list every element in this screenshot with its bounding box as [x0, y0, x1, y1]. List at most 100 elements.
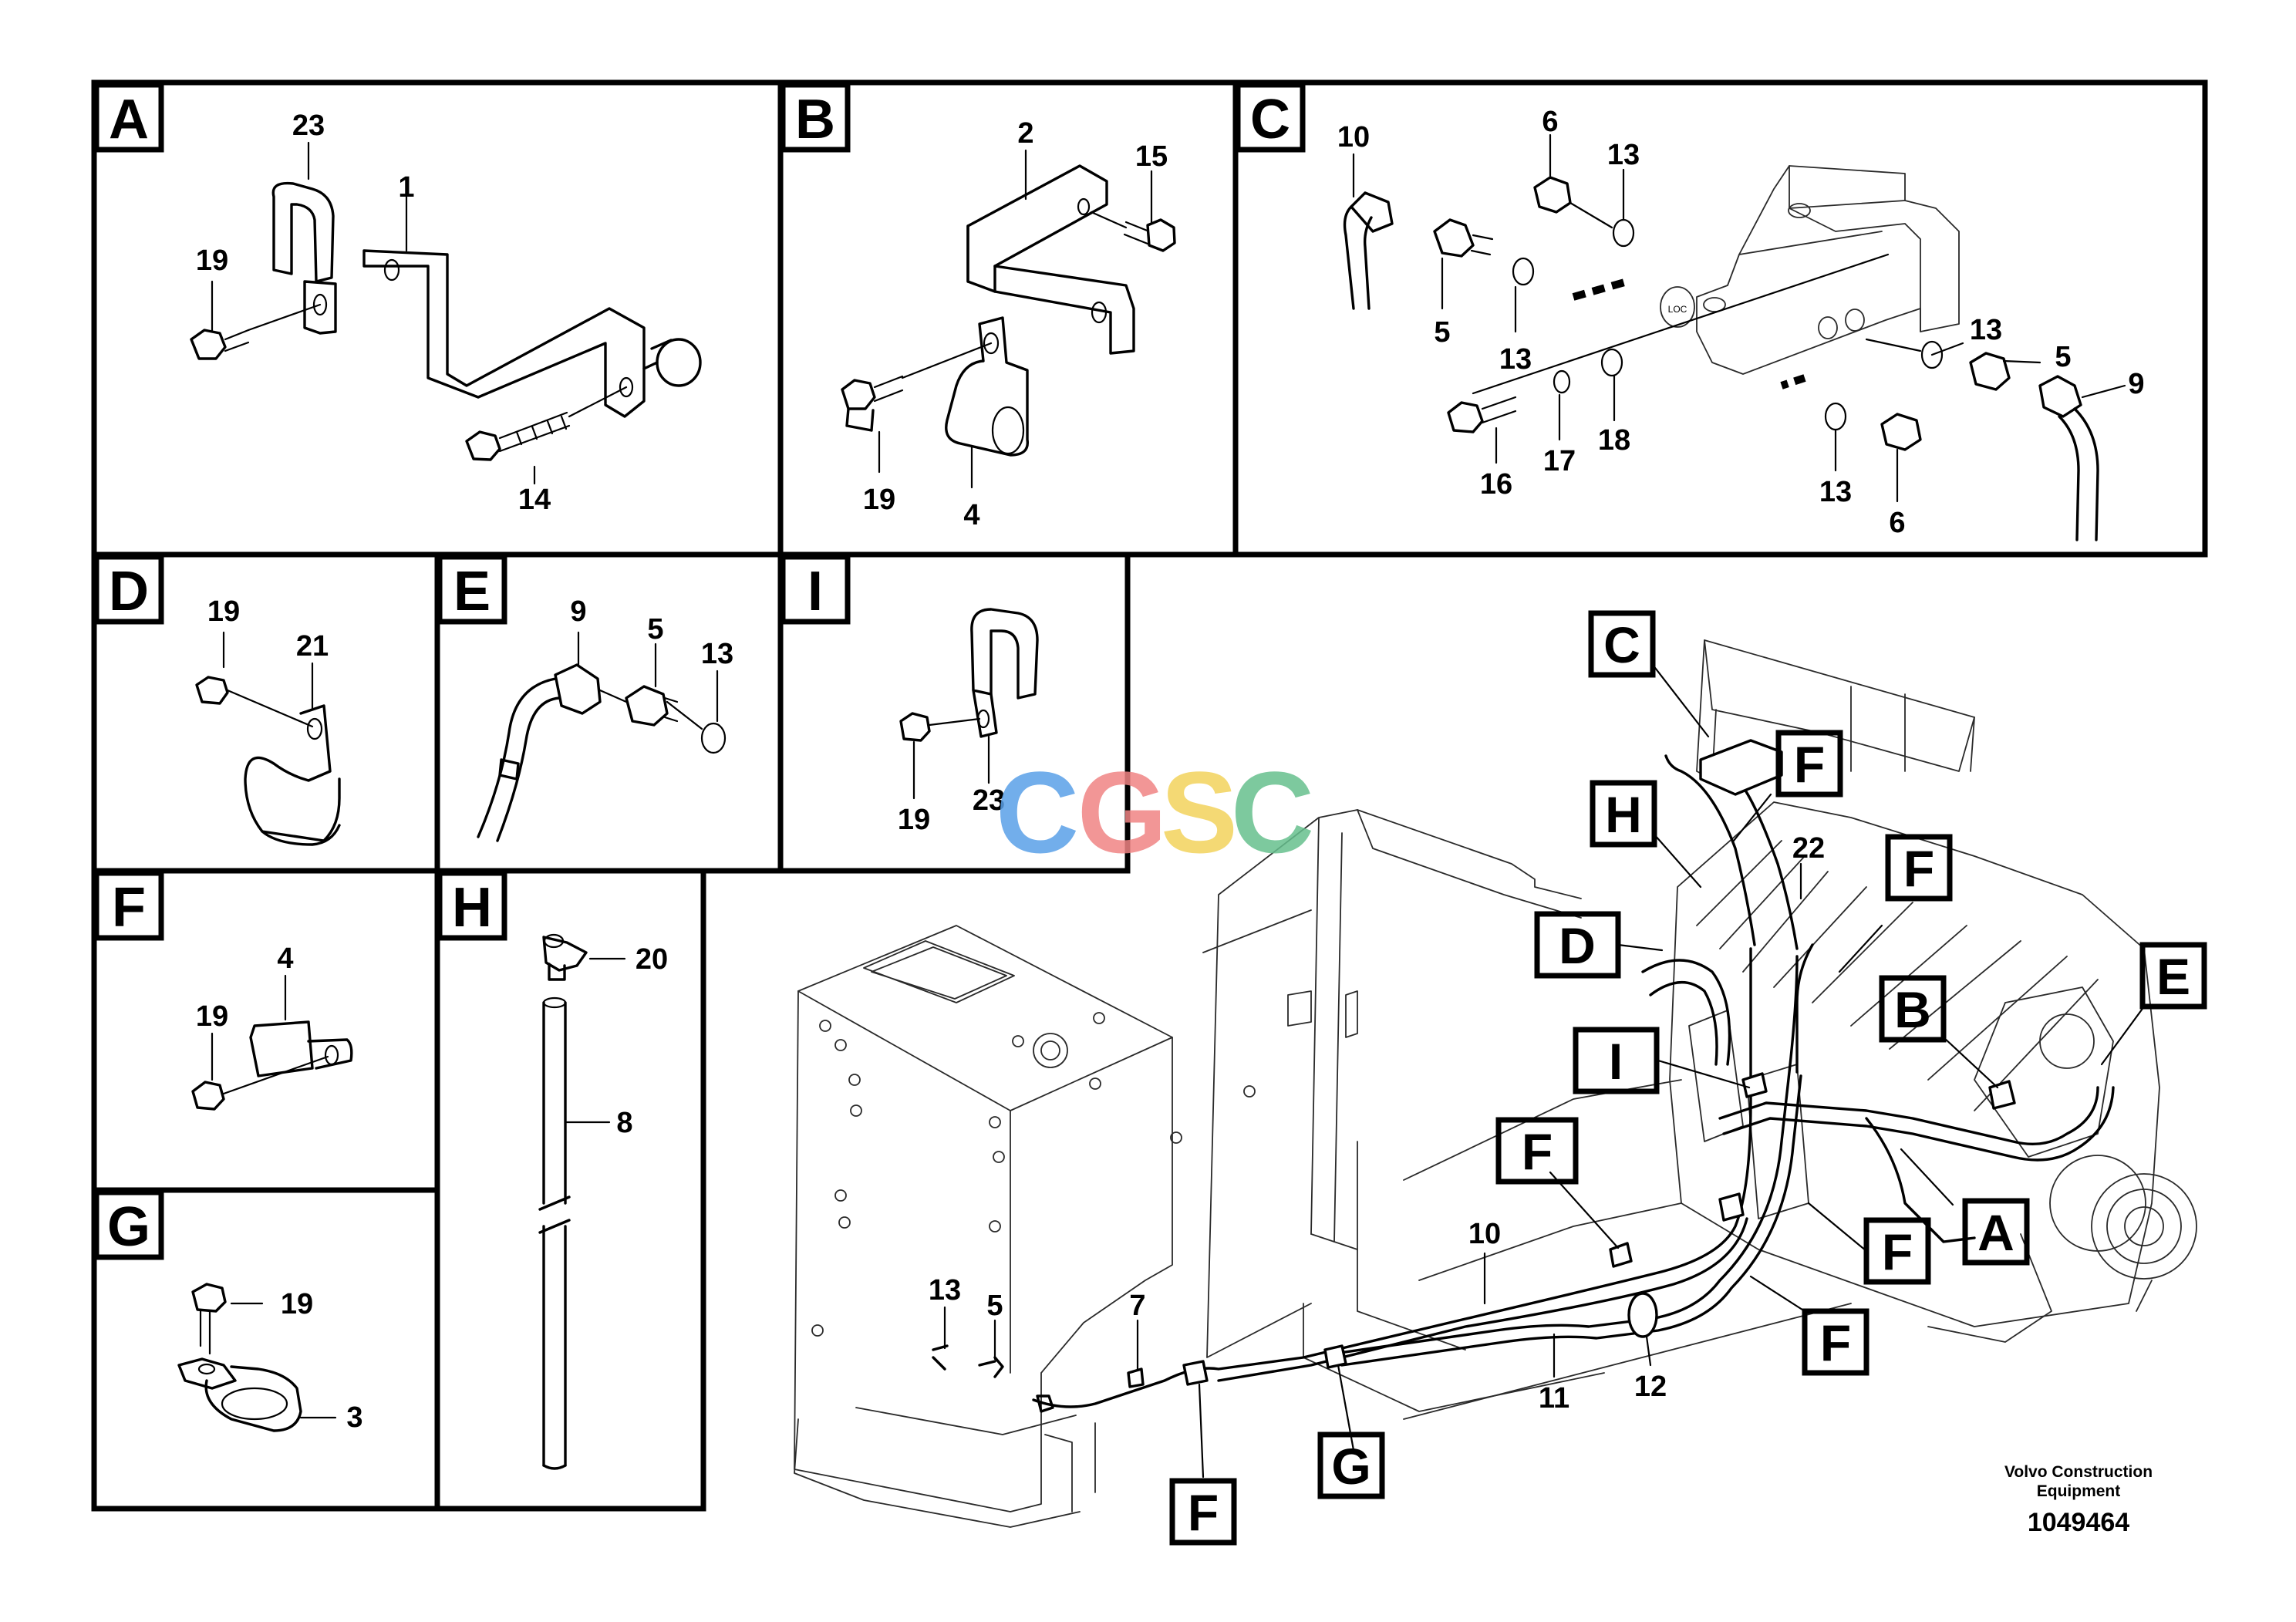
tank-filler: [1033, 1033, 1068, 1068]
leader-main-i: [1657, 1059, 1751, 1089]
washer-18: [1600, 348, 1623, 377]
main-label-7: 7: [1129, 1290, 1145, 1322]
callout-b: B: [1894, 981, 1931, 1038]
washer-13-lower: [1824, 402, 1847, 431]
washer-13-upper: [1612, 218, 1635, 248]
label-g-3: 3: [346, 1401, 362, 1434]
footer-company-line2: Equipment: [2037, 1482, 2121, 1500]
washer-e-13: [700, 722, 727, 754]
bolt-15-shank: [1123, 221, 1151, 245]
engine-covers: [1688, 1010, 1809, 1219]
leader-main-f3: [1549, 1171, 1620, 1249]
hose-main-lower-inner: [1340, 1074, 1802, 1367]
bolt-15-head: [1146, 218, 1176, 252]
leader-main-f5: [1749, 1275, 1806, 1313]
label-c-16: 16: [1480, 468, 1512, 501]
clamp-i-23: [970, 608, 1039, 700]
tank-cover: [863, 940, 1015, 1003]
bolt-19-head: [190, 329, 227, 360]
callout-b-box: [1879, 975, 1947, 1043]
leader-c-5-right: [2002, 359, 2041, 364]
frame-plate: [1345, 990, 1358, 1038]
main-clamp-f-lower: [1182, 1360, 1209, 1386]
clamp-23-tab: [303, 280, 337, 335]
clamp-4: [945, 316, 1030, 457]
label-c-5-right: 5: [2055, 341, 2071, 373]
panel-h-drawing: 20 8: [538, 933, 668, 1470]
label-i-23: 23: [973, 784, 1005, 817]
label-c-13-upper: 13: [1607, 139, 1640, 171]
bolt-b-19-head: [841, 379, 876, 410]
main-clamp-g: [1323, 1344, 1347, 1369]
callout-i: I: [1609, 1033, 1623, 1090]
hose-8-top: [542, 996, 567, 1009]
tank-filler-inner: [1040, 1040, 1060, 1061]
main-label-13: 13: [929, 1274, 961, 1307]
panel-letter-tags: A B C D E I F H G: [93, 82, 1306, 1260]
label-f-19: 19: [196, 1000, 228, 1033]
label-c-6-upper: 6: [1542, 106, 1558, 138]
bracket-1-stud-edge: [642, 339, 673, 370]
callout-d-box: [1534, 911, 1621, 979]
panel-d-tag-box: [93, 554, 164, 625]
leader-main-a: [1900, 1148, 1954, 1206]
panel-i-frame: [777, 551, 1131, 874]
block-port-2: [1845, 309, 1865, 332]
elbow-fitting-20-port: [543, 933, 565, 949]
clamp-4-hole: [983, 332, 1000, 355]
hose-cross: [1718, 1086, 2099, 1146]
tank-bolt: [1243, 1085, 1256, 1098]
bolt-b-19-flange: [845, 407, 875, 432]
panel-g-drawing: 19 3: [177, 1283, 363, 1434]
panel-f-tag-box: [93, 870, 164, 941]
engine-frame-top: [1704, 639, 1975, 772]
tank-bolt: [989, 1116, 1001, 1128]
watermark-letter-3: S: [1161, 747, 1238, 877]
hose-end-fittings: [932, 1344, 996, 1371]
tank-bolt: [848, 1074, 861, 1086]
label-a-14: 14: [518, 484, 551, 516]
clamp-i-23-tab: [972, 689, 998, 738]
panel-g-tag-box: [93, 1189, 164, 1260]
tank-bolt: [1093, 1012, 1105, 1024]
bolt-i-19: [899, 712, 931, 742]
panel-e-letter: E: [453, 561, 491, 622]
tank-bolt: [1089, 1077, 1101, 1090]
panel-f-letter: F: [112, 877, 146, 939]
hose-10-nut: [1350, 191, 1394, 233]
bracket-2: [966, 164, 1135, 355]
bolt-15-axis: [1090, 211, 1128, 229]
panel-d-letter: D: [109, 561, 149, 622]
hose-main-upper: [1032, 947, 1752, 1408]
hose-e-9: [477, 677, 561, 842]
hose-8: [542, 1001, 567, 1467]
washer-13-upper-left: [1512, 257, 1535, 286]
label-h-8: 8: [616, 1107, 632, 1139]
hose-9: [2058, 407, 2099, 541]
label-c-6-lower: 6: [1889, 507, 1905, 539]
engine-turbo: [1974, 986, 2114, 1158]
callout-f1-box: [1775, 730, 1843, 798]
callout-a: A: [1977, 1204, 2014, 1261]
hose-e-9-nut: [554, 663, 602, 715]
axis-f-19: [222, 1055, 329, 1095]
elbow-fitting-20: [542, 936, 588, 972]
label-c-5-upper: 5: [1434, 316, 1450, 349]
axis-bolt-16: [1472, 253, 1890, 395]
footer-company-line1: Volvo Construction: [2004, 1463, 2153, 1481]
watermark-letter-2: G: [1077, 747, 1168, 877]
label-c-17: 17: [1543, 445, 1576, 477]
leader-c-13-right: [1930, 342, 1964, 356]
callout-e: E: [2156, 948, 2190, 1005]
callout-h: H: [1605, 786, 1642, 843]
tank-bolt: [1170, 1131, 1182, 1144]
main-clamp-12: [1627, 1292, 1658, 1338]
main-label-12: 12: [1634, 1371, 1667, 1403]
axis-right: [1865, 338, 1922, 352]
panel-f-drawing: 4 19: [191, 943, 353, 1111]
label-b-4: 4: [963, 499, 979, 531]
block-port-1: [1818, 316, 1838, 339]
engine-pulley-hub: [2124, 1206, 2164, 1246]
hose-e-9-band: [498, 758, 520, 781]
callout-h-box: [1590, 780, 1657, 848]
